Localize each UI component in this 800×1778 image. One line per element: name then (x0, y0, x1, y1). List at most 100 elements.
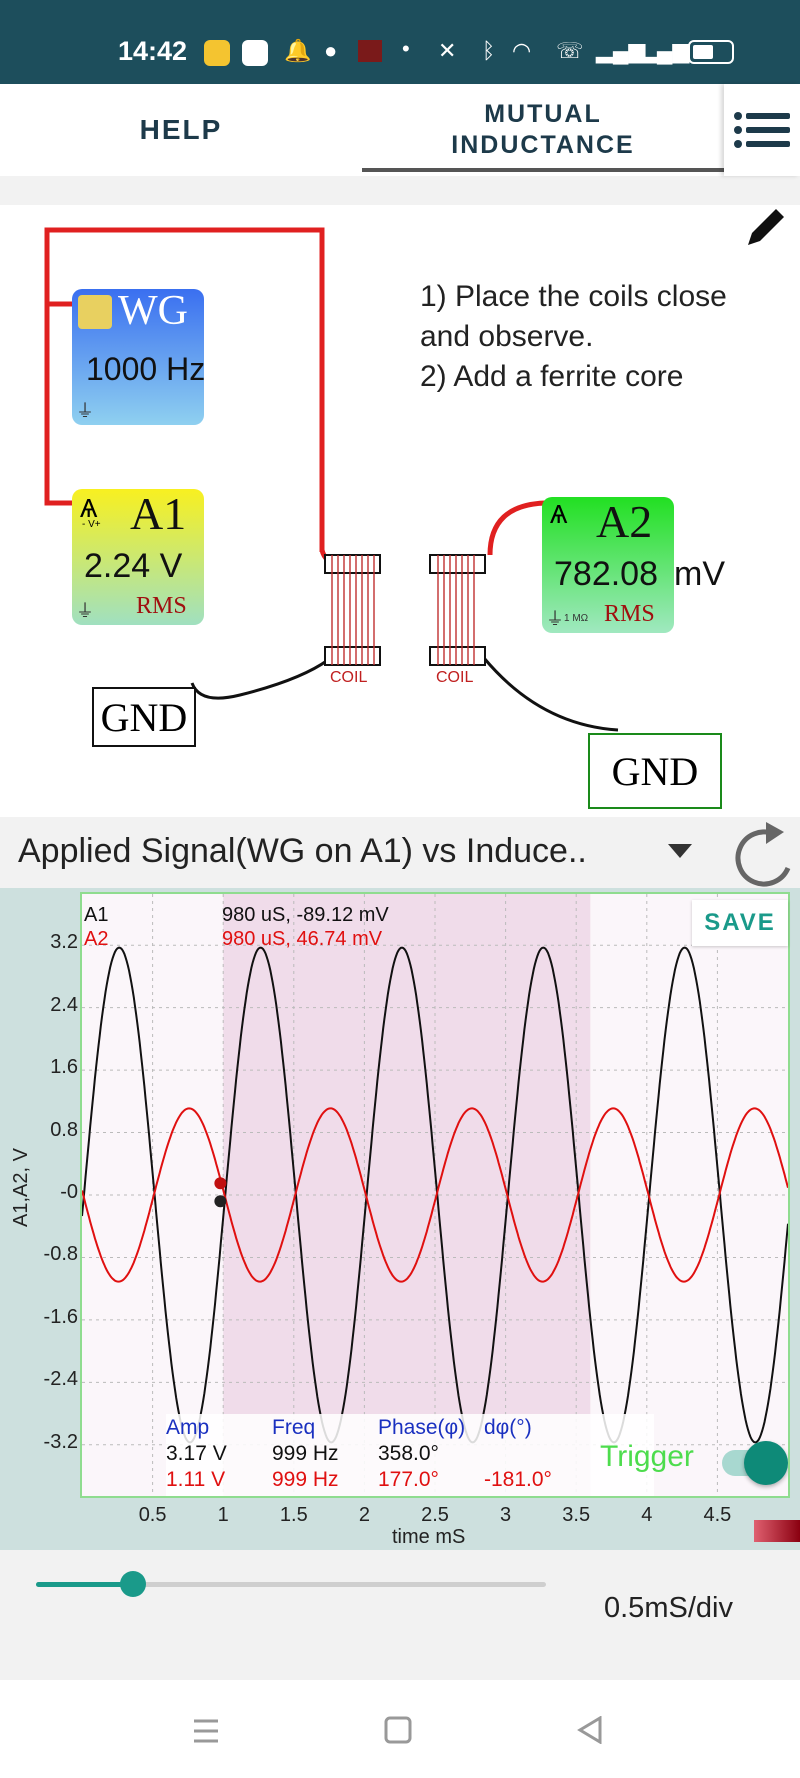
tab-help-label: HELP (139, 114, 223, 145)
ground-symbol-icon: ⏚ (546, 609, 564, 629)
y-tick-label: -3.2 (43, 1430, 78, 1453)
instruction-line-1: 1) Place the coils close (420, 280, 727, 313)
trigger-toggle[interactable] (722, 1441, 788, 1485)
stat-header-phase: Phase(φ) (378, 1416, 466, 1439)
a1-voltage: 2.24 V (84, 547, 183, 585)
stat-header-amp: Amp (166, 1416, 210, 1439)
a1-name: A1 (130, 488, 187, 539)
a2-name: A2 (596, 496, 653, 547)
coil-right-label: COIL (436, 669, 474, 686)
x-tick-label: 4.5 (703, 1504, 732, 1526)
wg-frequency: 1000 Hz (86, 351, 206, 387)
save-button[interactable]: SAVE (692, 900, 788, 946)
y-tick-label: 3.2 (50, 931, 78, 954)
dropdown-selected-value: Applied Signal(WG on A1) vs Induce.. (18, 832, 587, 870)
dropdown-arrow-icon (668, 844, 692, 858)
signal-icon: ▂▄▆ (596, 38, 646, 63)
timebase-controls: 0.5mS/div (0, 1550, 800, 1680)
y-tick-label: 2.4 (50, 993, 78, 1016)
home-nav-icon[interactable] (384, 1716, 412, 1744)
y-tick-label: -0.8 (43, 1243, 78, 1266)
notification-app-icon-2 (242, 40, 268, 66)
tab-mutual-label-1: MUTUAL (484, 100, 602, 128)
plot-area[interactable]: A1 A2 980 uS, -89.12 mV 980 uS, 46.74 mV… (80, 892, 790, 1498)
ground-symbol-icon: ⏚ (76, 401, 94, 421)
back-nav-icon[interactable] (576, 1716, 604, 1744)
system-nav-bar (0, 1680, 800, 1778)
active-tab-indicator (362, 168, 724, 172)
stat-a2-amp: 1.11 V (166, 1468, 226, 1491)
a2-voltage: 782.08 (554, 555, 658, 593)
gnd-left-label: GND (100, 694, 188, 740)
instruction-line-3: 2) Add a ferrite core (420, 360, 684, 393)
cursor-a2-name: A2 (84, 928, 109, 950)
instructions-text: 1) Place the coils close and observe. 2)… (420, 277, 727, 397)
stat-a1-amp: 3.17 V (166, 1442, 227, 1465)
voltmeter-a2-box[interactable]: Ѧ A2 782.08 RMS ⏚ 1 MΩ (542, 496, 674, 633)
ground-symbol-icon: ⏚ (76, 601, 94, 621)
y-tick-label: -0 (60, 1181, 78, 1203)
notification-app-icon-3 (358, 40, 382, 62)
voltmeter-a1-box[interactable]: Ѧ - V+ A1 2.24 V RMS ⏚ (72, 488, 204, 625)
save-button-label: SAVE (704, 909, 776, 936)
person-icon: ● (324, 38, 338, 63)
gnd-right-label: GND (611, 748, 699, 794)
x-tick-label: 4 (641, 1504, 653, 1526)
tab-mutual-label-2: INDUCTANCE (451, 131, 635, 159)
status-bar: 14:42 🔔 ● • ✕ ᛒ ◠ ☏ ▂▄▆ ▂▄▆ (0, 0, 800, 84)
circuit-canvas: 1) Place the coils close and observe. 2)… (0, 205, 800, 817)
wifi-calling-icon: ☏ (556, 38, 584, 63)
cursor-a1-reading: 980 uS, -89.12 mV (222, 904, 389, 926)
tab-mutual-inductance[interactable]: MUTUAL INDUCTANCE (362, 84, 724, 176)
stat-header-dphase: dφ(°) (484, 1416, 532, 1439)
x-tick-label: 3 (500, 1504, 512, 1526)
x-tick-label: 1 (217, 1504, 229, 1526)
stat-a2-phase: 177.0° (378, 1468, 439, 1491)
bell-icon: 🔔 (284, 38, 312, 63)
instruction-line-2: and observe. (420, 320, 594, 353)
x-tick-label: 3.5 (562, 1504, 591, 1526)
coil-left-label: COIL (330, 669, 368, 686)
timebase-slider-thumb[interactable] (119, 1571, 146, 1597)
stat-header-freq: Freq (272, 1416, 316, 1439)
measurement-table: Amp Freq Phase(φ) dφ(°) 3.17 V 999 Hz 35… (166, 1414, 654, 1496)
tab-bar: HELP MUTUAL INDUCTANCE (0, 84, 800, 176)
dot-icon: • (402, 36, 410, 61)
menu-nav-icon[interactable] (192, 1718, 220, 1744)
circuit-wires (44, 227, 619, 732)
reset-icon[interactable] (728, 818, 800, 888)
gnd-left-block[interactable]: GND (92, 687, 196, 747)
a2-unit: mV (674, 555, 725, 593)
progress-marker (754, 1520, 800, 1542)
wg-name: WG (118, 288, 188, 334)
wifi-icon: ◠ (512, 38, 532, 63)
series-a2-line (82, 1107, 788, 1283)
battery-icon (688, 40, 734, 64)
pencil-edit-icon[interactable] (740, 203, 790, 253)
tab-help[interactable]: HELP (0, 84, 362, 176)
coil-left-graphic (324, 554, 381, 666)
trigger-label: Trigger (600, 1440, 694, 1473)
timebase-slider-track[interactable] (36, 1571, 546, 1597)
cursor-marker-a1 (214, 1195, 227, 1208)
a2-mode: RMS (604, 601, 655, 627)
timebase-slider-fill (36, 1582, 133, 1587)
list-menu-icon (734, 112, 790, 148)
y-tick-label: 0.8 (50, 1118, 78, 1141)
stat-a1-freq: 999 Hz (272, 1442, 339, 1465)
coil-right-graphic (429, 554, 486, 666)
mute-icon: ✕ (438, 38, 457, 63)
waveform-plot (82, 894, 788, 1496)
status-time: 14:42 (118, 36, 188, 66)
y-tick-label: -2.4 (43, 1368, 78, 1391)
signal-icon-2: ▂▄▆ (640, 38, 690, 63)
menu-button[interactable] (724, 84, 800, 176)
stat-a1-phase: 358.0° (378, 1442, 439, 1465)
experiment-dropdown[interactable]: Applied Signal(WG on A1) vs Induce.. (0, 818, 800, 888)
wave-generator-box[interactable]: WG 1000 Hz ⏚ (72, 288, 206, 425)
stat-a2-freq: 999 Hz (272, 1468, 339, 1491)
y-tick-label: 1.6 (50, 1056, 78, 1079)
gnd-right-block[interactable]: GND (588, 733, 722, 809)
cursor-a1-name: A1 (84, 904, 109, 926)
